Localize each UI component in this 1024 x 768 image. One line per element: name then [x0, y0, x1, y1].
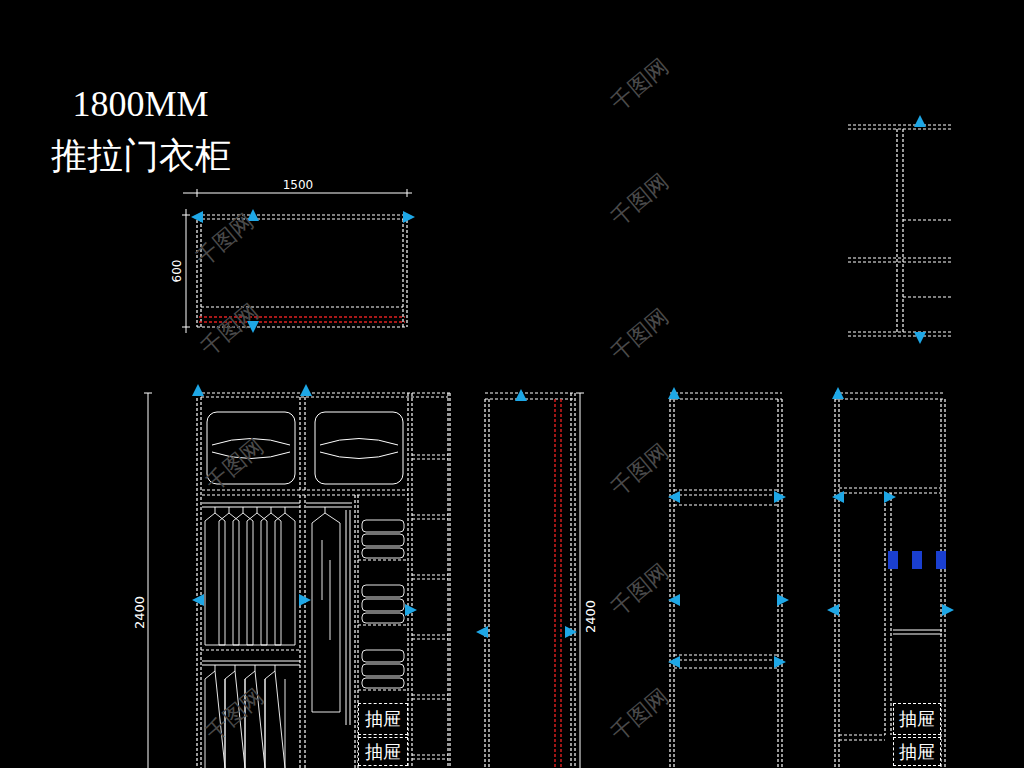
watermark: 千图网 [608, 305, 673, 364]
red-lines [199, 317, 561, 768]
drawer-label: 抽屉 [899, 743, 935, 761]
dashed-outlines [197, 125, 952, 768]
drawer-box: 抽屉 [893, 737, 941, 766]
watermark: 千图网 [203, 685, 268, 744]
folded-clothes [362, 520, 404, 688]
drawer-label: 抽屉 [365, 710, 401, 728]
blue-hooks [888, 551, 946, 569]
cyan-markers [191, 115, 954, 668]
drawer-box: 抽屉 [358, 703, 408, 735]
watermark: 千图网 [608, 685, 673, 744]
watermark: 千图网 [608, 55, 673, 114]
dimension-lines [144, 189, 584, 768]
hanging-rods [202, 503, 942, 725]
drawer-box: 抽屉 [893, 703, 941, 735]
watermark: 千图网 [608, 560, 673, 619]
dimension: 600 [171, 259, 183, 284]
drawer-label: 抽屉 [899, 710, 935, 728]
drawer-box: 抽屉 [358, 737, 408, 766]
drawer-label: 抽屉 [365, 743, 401, 761]
dimension: 2400 [134, 594, 147, 629]
dimension: 2400 [585, 598, 598, 633]
watermark: 千图网 [203, 435, 268, 494]
watermark: 千图网 [608, 440, 673, 499]
dimension: 1500 [282, 179, 315, 191]
title: 1800MM 推拉门衣柜 [38, 78, 243, 182]
watermark: 千图网 [608, 170, 673, 229]
